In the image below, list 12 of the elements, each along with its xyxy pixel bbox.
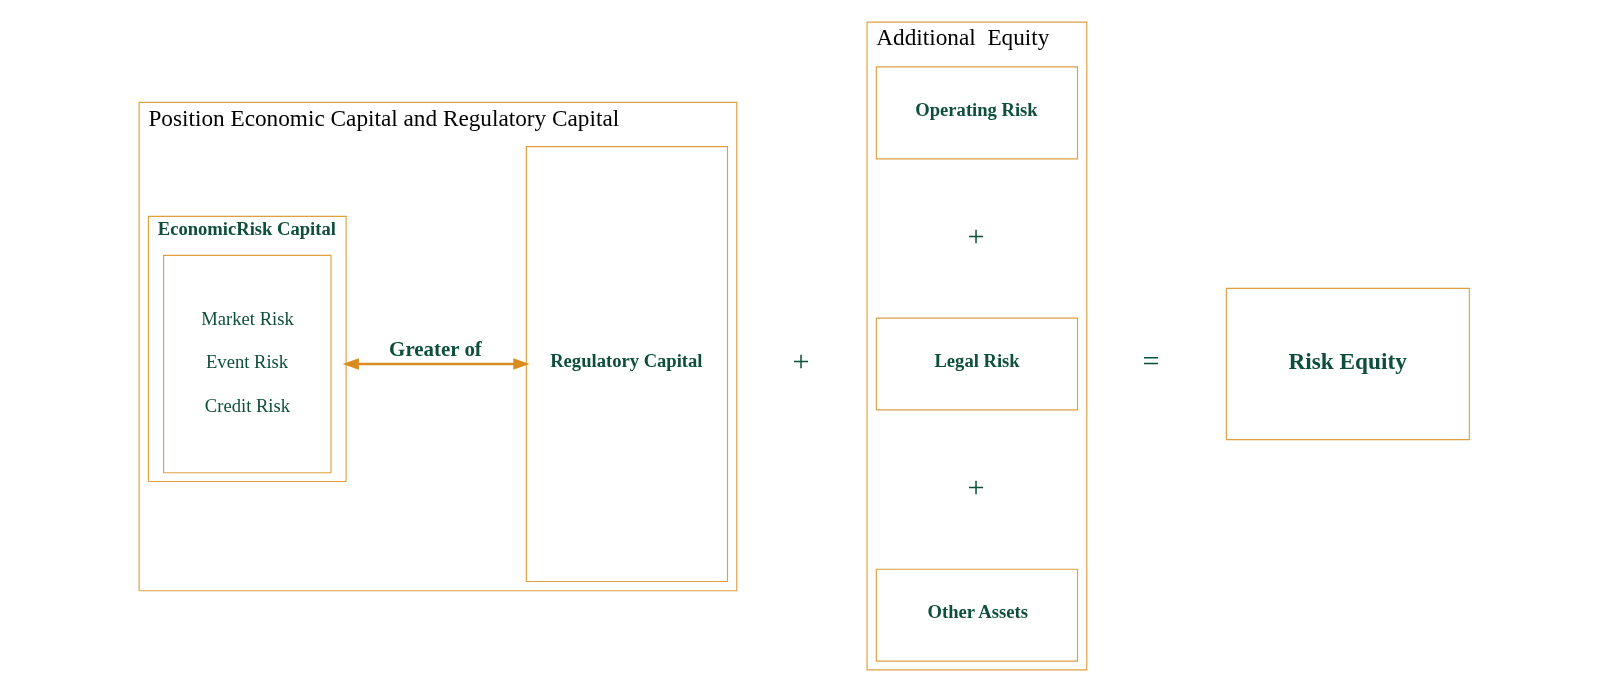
label: =	[1142, 344, 1160, 379]
label: +	[967, 469, 985, 504]
edge-label: Greater of	[388, 337, 482, 362]
node-box: Other Assets	[875, 568, 1078, 662]
node-box: Operating Risk	[875, 66, 1078, 160]
arrow	[342, 358, 530, 370]
node-box: Risk Equity	[1225, 287, 1470, 441]
label: +	[792, 344, 810, 379]
node-box: Legal Risk	[875, 317, 1078, 411]
node-box: Regulatory Capital	[525, 146, 728, 583]
node-box: Market Risk Event Risk Credit Risk	[162, 254, 332, 474]
label: +	[967, 218, 985, 253]
